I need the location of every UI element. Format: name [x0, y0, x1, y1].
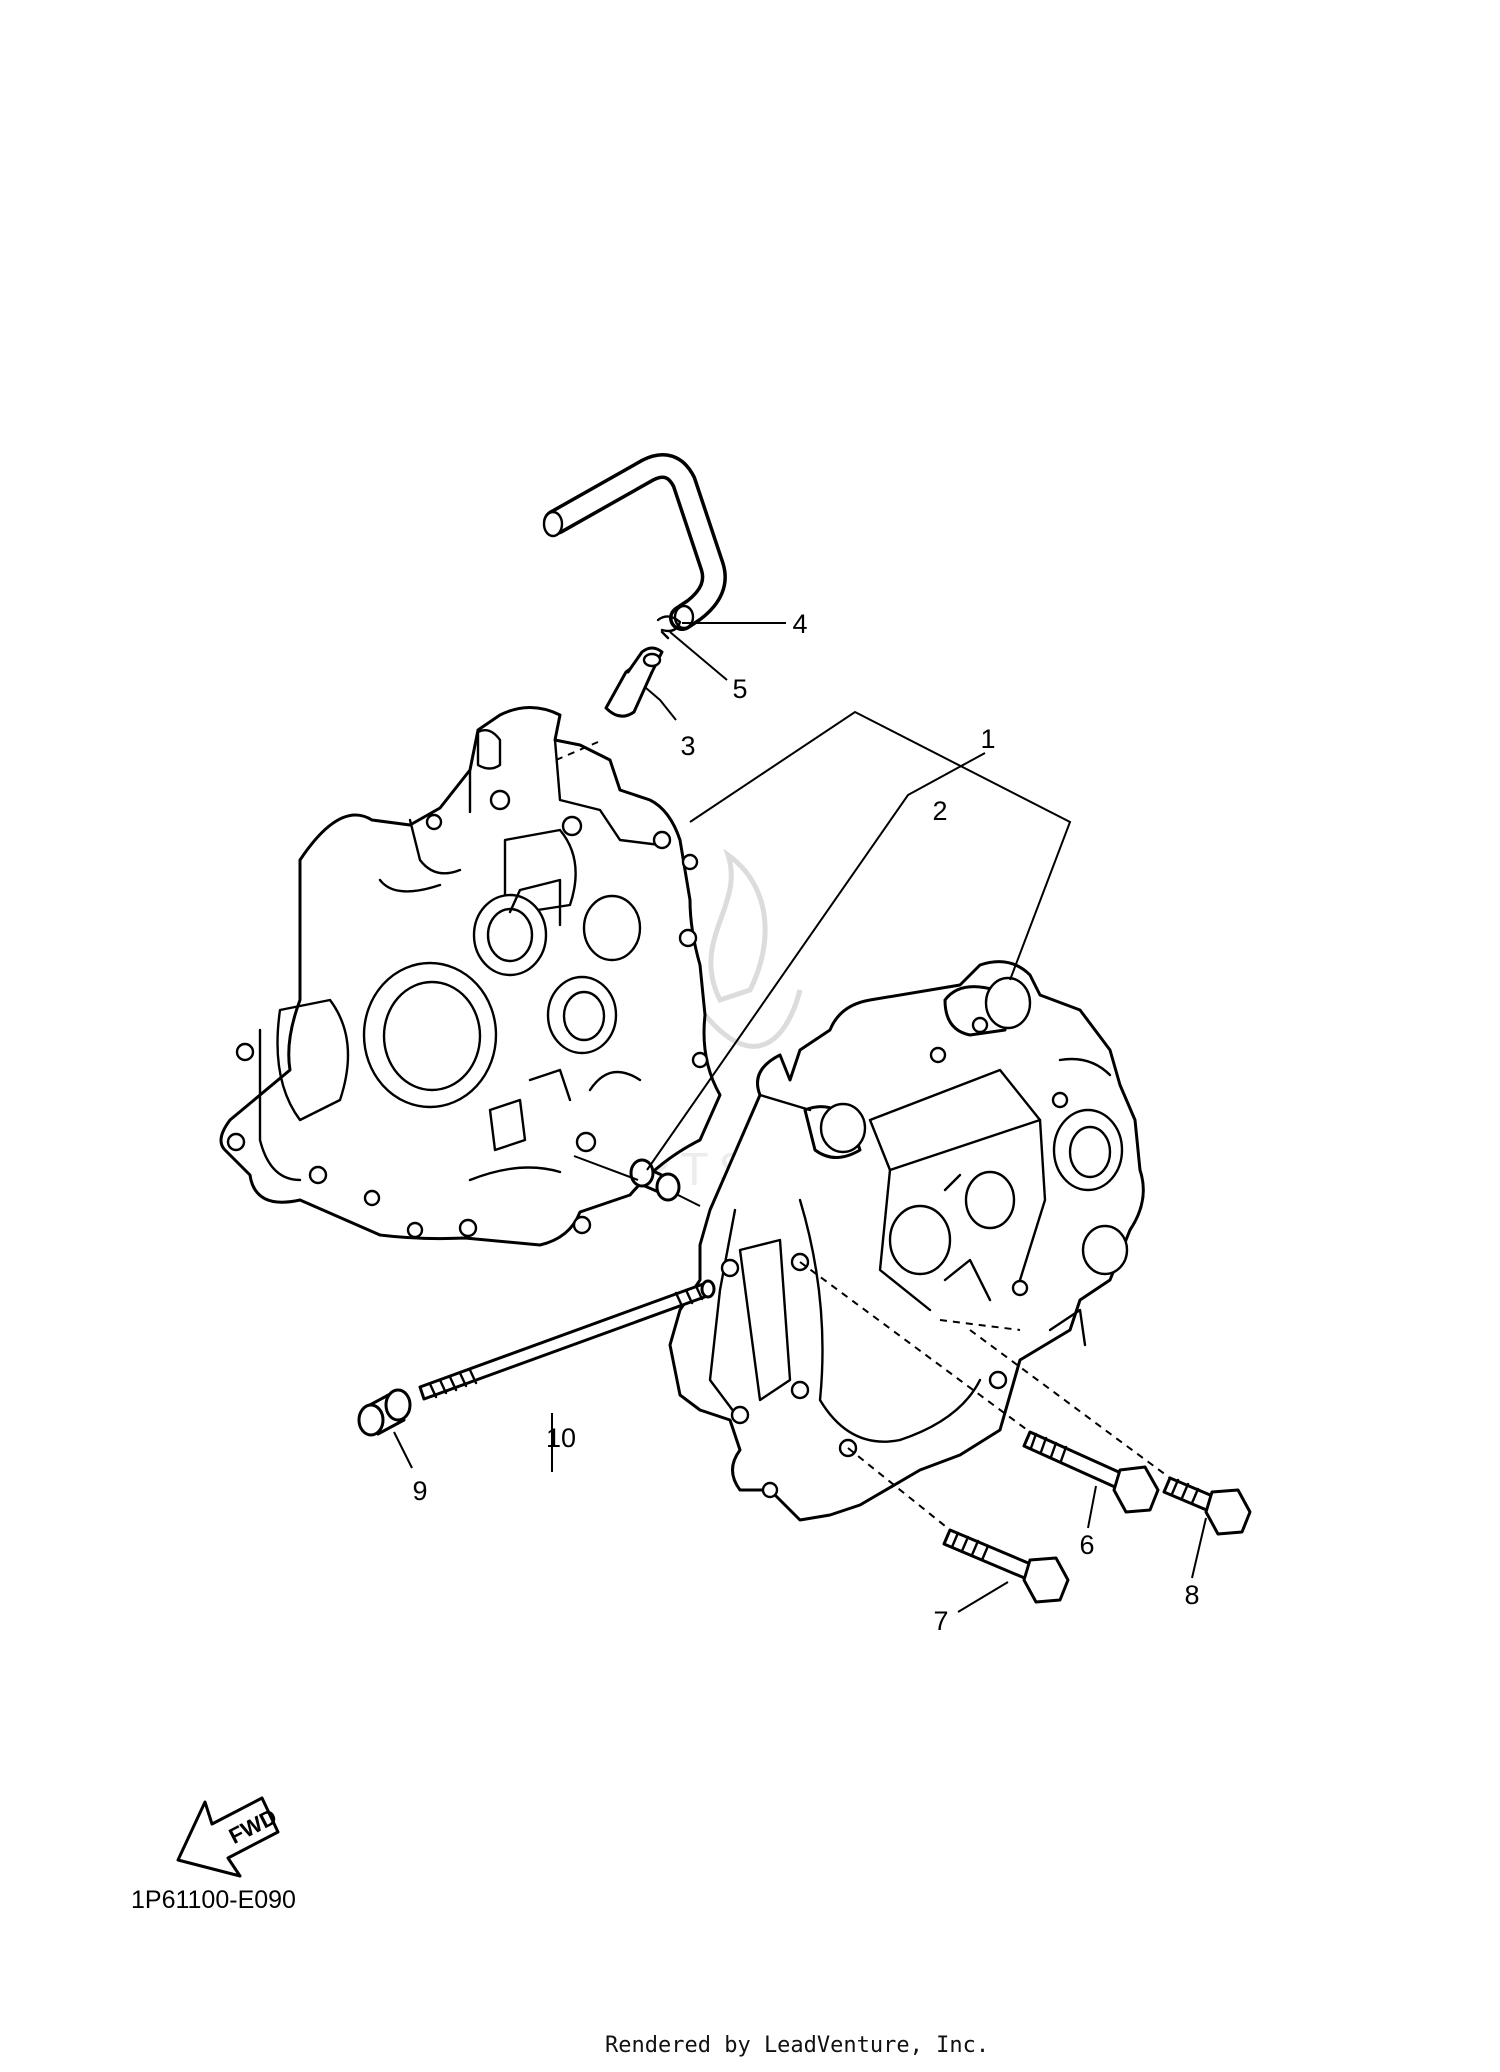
callout-10: 10	[546, 1423, 576, 1453]
callout-8: 8	[1184, 1580, 1199, 1610]
breather-hose	[542, 453, 727, 631]
callout-7: 7	[933, 1606, 948, 1636]
crankcase-left	[219, 706, 722, 1247]
hose-clip	[656, 615, 682, 640]
callout-3: 3	[680, 731, 695, 761]
bolt-8	[1162, 1476, 1252, 1536]
callout-1: 1	[980, 724, 995, 754]
stud-bolt	[418, 1279, 716, 1401]
callout-2: 2	[932, 796, 947, 826]
leader-lines	[393, 622, 1207, 1613]
diagram-code: 1P61100-E090	[131, 1886, 296, 1914]
callout-6: 6	[1079, 1530, 1094, 1560]
bolt-7	[942, 1528, 1070, 1604]
callout-9: 9	[412, 1476, 427, 1506]
collar-nut	[357, 1388, 412, 1437]
callout-5: 5	[732, 674, 747, 704]
crankcase-right	[668, 960, 1145, 1522]
breather-fitting	[604, 646, 664, 718]
render-credit: Rendered by LeadVenture, Inc.	[605, 2033, 989, 2058]
callout-4: 4	[792, 609, 807, 639]
bolt-6	[1022, 1430, 1160, 1514]
fwd-arrow-icon: FWD	[176, 1796, 281, 1878]
